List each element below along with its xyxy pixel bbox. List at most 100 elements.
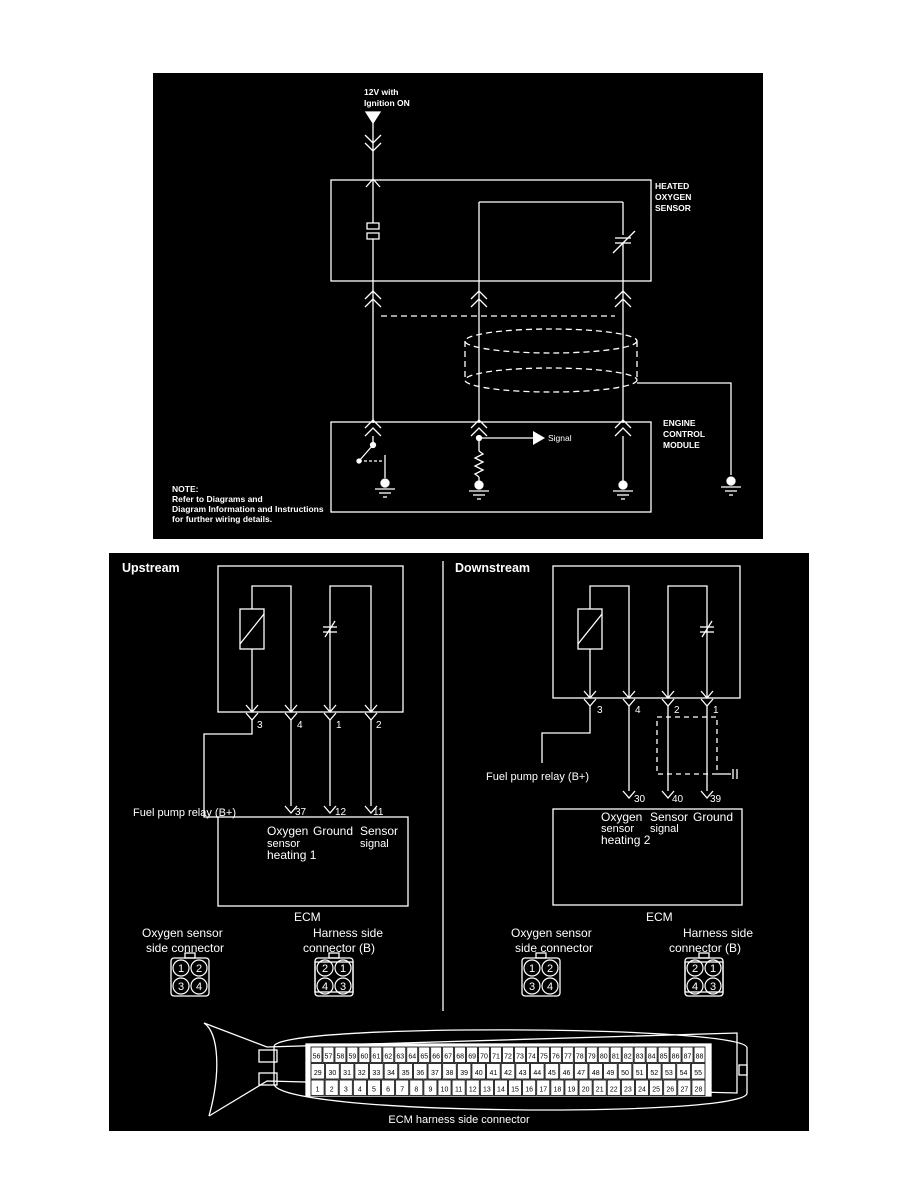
connector-pin <box>334 959 352 977</box>
ecm-pin <box>633 1046 646 1063</box>
ecm-pin-label: 82 <box>624 1054 632 1061</box>
ecm-pin <box>645 1046 658 1063</box>
ecm-pin <box>334 1046 347 1063</box>
ecm-pin-label: 9 <box>428 1087 432 1094</box>
ecm-pin <box>677 1079 692 1096</box>
connector-caption: Harness side <box>683 926 753 940</box>
ecm-pin-label: 81 <box>612 1054 620 1061</box>
ecm-pin-label: 2 <box>330 1087 334 1094</box>
connector-pin <box>172 977 190 995</box>
ecm-pin-label: 83 <box>636 1054 644 1061</box>
connector-pin-label: 3 <box>529 981 535 993</box>
ecm-pin <box>381 1079 396 1096</box>
ecm-pin-label: 60 <box>360 1054 368 1061</box>
ecm-pin <box>621 1046 634 1063</box>
connector-pin <box>172 959 190 977</box>
ecm-pin-label: 79 <box>588 1054 596 1061</box>
ecm-pin-label: 37 <box>295 807 307 818</box>
ecm-pin-label: 87 <box>684 1054 692 1061</box>
ecm-pin-label: 67 <box>444 1054 452 1061</box>
ecm-pin <box>310 1046 323 1063</box>
signal-name: Oxygen <box>267 824 308 838</box>
ecm-pin <box>597 1046 610 1063</box>
ecm-pin <box>693 1046 706 1063</box>
schematic-svg: 12V with Ignition ON HEATED OXYGEN SENSO… <box>172 87 741 524</box>
pin-label: 1 <box>713 705 719 716</box>
ecm-pin-label: 12 <box>469 1087 477 1094</box>
ecm-pin <box>471 1063 486 1080</box>
ecm-pin <box>530 1063 545 1080</box>
ecm-pin-label: 21 <box>596 1087 604 1094</box>
connector-pin-label: 1 <box>529 963 535 975</box>
ecm-pin-label: 7 <box>400 1087 404 1094</box>
ecm-pin <box>370 1046 383 1063</box>
ecm-pin-label: 63 <box>396 1054 404 1061</box>
ecm-pin-label: 13 <box>483 1087 491 1094</box>
ecm-pin <box>437 1079 452 1096</box>
note-text: Diagram Information and Instructions <box>172 504 324 514</box>
connector-pin <box>704 977 722 995</box>
ecm-pin <box>544 1063 560 1080</box>
ecm-label: ENGINE <box>663 418 696 428</box>
ecm-label: MODULE <box>663 440 700 450</box>
ecm-pin-label: 65 <box>420 1054 428 1061</box>
ecm-pin-label: 78 <box>576 1054 584 1061</box>
ecm-pin-label: 40 <box>475 1070 483 1077</box>
signal-name: Sensor <box>360 824 398 838</box>
ecm-pin <box>465 1079 480 1096</box>
ecm-pin-label: 33 <box>372 1070 380 1077</box>
ecm-pin-label: 46 <box>563 1070 571 1077</box>
ecm-pin-label: 59 <box>348 1054 356 1061</box>
ecm-pin-label: 26 <box>666 1087 674 1094</box>
connector-pin <box>523 977 541 995</box>
ecm-pin <box>559 1063 574 1080</box>
ecm-pin-label: 66 <box>432 1054 440 1061</box>
ecm-pin-label: 8 <box>414 1087 418 1094</box>
ecm-pin-label: 51 <box>636 1070 644 1077</box>
connector-pin <box>523 959 541 977</box>
signal-label: Signal <box>548 433 572 443</box>
ecm-pin <box>691 1079 706 1096</box>
ecm-pin-label: 5 <box>372 1087 376 1094</box>
ecm-pin <box>413 1063 428 1080</box>
ecm-pin-label: 50 <box>621 1070 629 1077</box>
connector-pin-label: 1 <box>178 963 184 975</box>
ecm-pin-label: 73 <box>516 1054 524 1061</box>
shield-icon <box>464 328 638 354</box>
ecm-pin <box>617 1063 633 1080</box>
connector-pin-label: 2 <box>196 963 202 975</box>
connector-caption: connector (B) <box>303 941 375 955</box>
ecm-pin-label: 62 <box>384 1054 392 1061</box>
ecm-pin <box>493 1079 508 1096</box>
ecm-pin <box>383 1063 399 1080</box>
signal-name: Ground <box>693 810 733 824</box>
ecm-pin <box>418 1046 431 1063</box>
ecm-pin <box>395 1079 410 1096</box>
ecm-pin-label: 3 <box>344 1087 348 1094</box>
ecm-pin-label: 55 <box>694 1070 702 1077</box>
ecm-pin-label: 38 <box>446 1070 454 1077</box>
ecm-pin <box>538 1046 550 1063</box>
heated-oxygen-sensor-schematic: 12V with Ignition ON HEATED OXYGEN SENSO… <box>153 73 763 539</box>
ecm-pin-label: 44 <box>533 1070 541 1077</box>
ecm-pin <box>657 1046 670 1063</box>
ecm-pin-label: 84 <box>648 1054 656 1061</box>
pin-label: 4 <box>297 720 303 731</box>
ecm-pin <box>681 1046 694 1063</box>
connector-pin <box>316 959 334 977</box>
connector-caption: Harness side <box>313 926 383 940</box>
ecm-pin-label: 64 <box>408 1054 416 1061</box>
ecm-pin-label: 17 <box>539 1087 547 1094</box>
ecm-pin-label: 39 <box>710 794 722 805</box>
ecm-pin <box>564 1079 579 1096</box>
ecm-pin <box>647 1063 662 1080</box>
ecm-pin <box>354 1063 369 1080</box>
ecm-pin-label: 74 <box>528 1054 536 1061</box>
connector-pin-label: 1 <box>340 963 346 975</box>
ecm-pin-label: 42 <box>504 1070 512 1077</box>
downstream-ecm-box <box>552 808 743 906</box>
power-source-icon <box>364 111 382 125</box>
power-label: 12V with <box>364 87 398 97</box>
